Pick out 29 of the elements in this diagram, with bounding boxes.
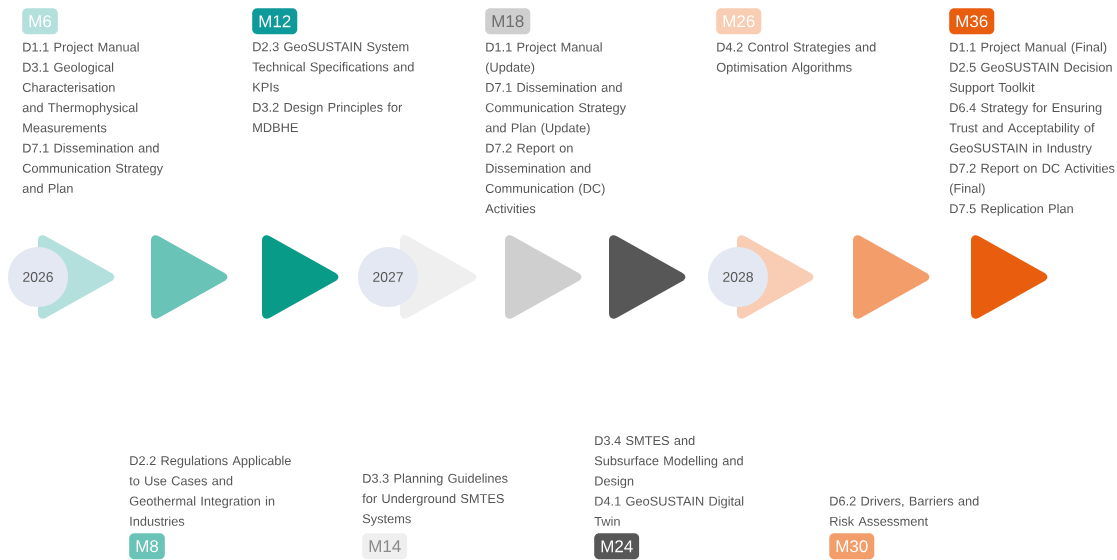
milestone-badge: M12 [252,8,298,35]
milestone-badge: M36 [949,8,995,35]
node-label: D2.5 GeoSUSTAIN Decision Support Toolkit [949,62,1112,95]
node-label: D7.2 Report on DC Activities (Final) [950,163,1115,196]
deliverable-list: D6.2 Drivers, Barriers and Risk Assessment [830,496,979,526]
play-triangle [971,235,1048,319]
milestone-badge: M6 [22,8,58,35]
milestone-badge: M18 [485,8,531,35]
deliverable-list: D2.3 GeoSUSTAIN System Technical Specifications and KPIs D3.2 Design Principles for MDBHE [252,42,414,132]
milestone-badge: M14 [362,533,408,560]
deliverable-list: D2.2 Regulations Applicable to Use Cases and Geothermal Integration in Industries [129,455,291,526]
milestone-badge: M24 [594,533,640,560]
milestone-badge: M8 [129,533,165,560]
node-label: D1.1 Project Manual (Final) [950,42,1107,55]
deliverable-list: D1.1 Project Manual (Update) D7.1 Dissemination and Communication Strategy and Plan (Update) D7.2 Report on Dissemination and Communication (DC) Activities [485,42,626,214]
deliverable-list: D4.2 Control Strategies and Optimisation Algorithms [716,42,876,75]
milestone-badge: M26 [716,8,762,35]
deliverable-list: D1.1 Project Manual D3.1 Geological Characterisation and Thermophysical Measurements D7.1 Dissemination and Communication Strategy and Plan [22,42,163,193]
play-triangle [151,235,228,319]
deliverable-list: D3.3 Planning Guidelines for Underground SMTES Systems [362,473,508,526]
play-triangle [609,235,686,319]
deliverable-list: D3.4 SMTES and Subsurface Modelling and Design D4.1 GeoSUSTAIN Digital Twin [594,435,744,526]
play-triangle [853,235,930,319]
node-label: D6.4 Strategy for Ensuring Trust and Acceptability of GeoSUSTAIN in Industry [949,102,1102,156]
play-triangle [505,235,582,319]
milestone-badge: M30 [829,533,875,560]
node-label: D7.5 Replication Plan [950,203,1073,216]
deliverable-list: D1.1 Project Manual (Final) D2.5 GeoSUSTAIN Decision Support Toolkit D6.4 Strategy for Ensuring Trust and Acceptability of GeoSUSTAIN in Industry D7.2 Report on DC Activities (Final) D7.5 Replication Plan [949,42,1115,216]
play-triangle [262,235,339,319]
